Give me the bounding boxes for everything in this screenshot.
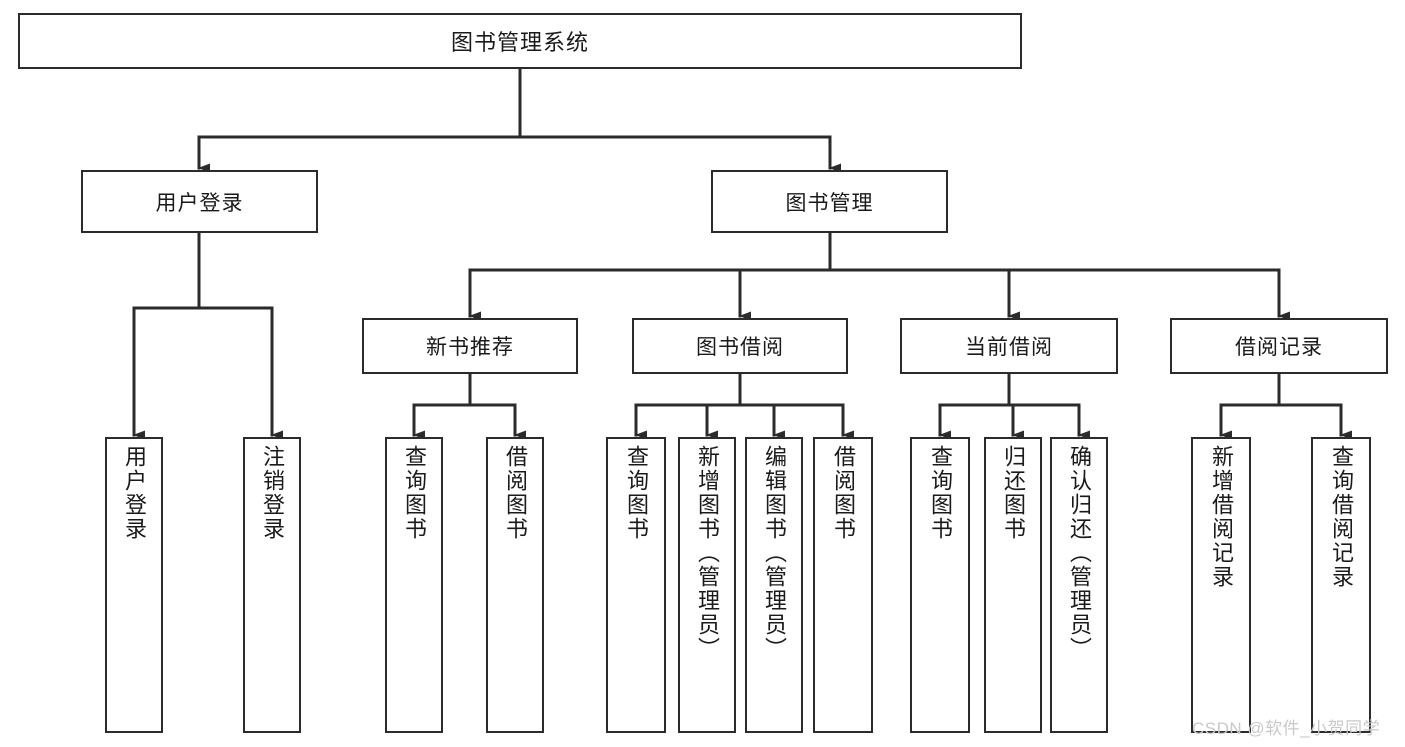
leaf-query-book-current[interactable]: 查询图书 xyxy=(910,437,970,733)
leaf-label: 用户登录 xyxy=(121,445,147,541)
leaf-label: 借阅图书 xyxy=(502,445,528,541)
leaf-add-borrow-record[interactable]: 新增借阅记录 xyxy=(1191,437,1251,733)
node-label: 借阅记录 xyxy=(1235,336,1323,359)
csdn-watermark: CSDN @软件_小贺同学 xyxy=(1192,719,1381,738)
leaf-query-book-borrow[interactable]: 查询图书 xyxy=(606,437,666,733)
leaf-label: 新增图书（管理员） xyxy=(694,445,720,661)
leaf-label: 归还图书 xyxy=(1000,445,1026,541)
node-label: 用户登录 xyxy=(155,191,244,215)
node-borrow-record[interactable]: 借阅记录 xyxy=(1170,318,1388,374)
leaf-logout[interactable]: 注销登录 xyxy=(243,437,301,733)
leaf-label: 注销登录 xyxy=(259,445,285,541)
node-user-login[interactable]: 用户登录 xyxy=(81,170,318,233)
node-label: 图书管理系统 xyxy=(450,30,589,55)
leaf-label: 查询图书 xyxy=(623,445,649,541)
node-book-management[interactable]: 图书管理 xyxy=(711,170,948,233)
node-book-borrow[interactable]: 图书借阅 xyxy=(632,318,848,374)
leaf-label: 确认归还（管理员） xyxy=(1066,445,1092,661)
node-root[interactable]: 图书管理系统 xyxy=(18,13,1022,69)
leaf-label: 查询图书 xyxy=(927,445,953,541)
leaf-user-login[interactable]: 用户登录 xyxy=(105,437,163,733)
leaf-edit-book-admin[interactable]: 编辑图书（管理员） xyxy=(745,437,803,733)
leaf-label: 查询借阅记录 xyxy=(1328,445,1354,589)
leaf-add-book-admin[interactable]: 新增图书（管理员） xyxy=(678,437,736,733)
leaf-label: 查询图书 xyxy=(401,445,427,541)
node-current-borrow[interactable]: 当前借阅 xyxy=(900,318,1118,374)
leaf-confirm-return-admin[interactable]: 确认归还（管理员） xyxy=(1050,437,1108,733)
node-label: 图书管理 xyxy=(785,191,874,215)
leaf-label: 借阅图书 xyxy=(830,445,856,541)
leaf-label: 编辑图书（管理员） xyxy=(761,445,787,661)
node-label: 图书借阅 xyxy=(696,336,784,359)
leaf-label: 新增借阅记录 xyxy=(1208,445,1234,589)
node-label: 当前借阅 xyxy=(965,336,1053,359)
leaf-borrow-book-recommend[interactable]: 借阅图书 xyxy=(486,437,544,733)
leaf-query-borrow-record[interactable]: 查询借阅记录 xyxy=(1311,437,1371,733)
leaf-return-book[interactable]: 归还图书 xyxy=(984,437,1042,733)
leaf-query-book-recommend[interactable]: 查询图书 xyxy=(385,437,443,733)
leaf-borrow-book[interactable]: 借阅图书 xyxy=(813,437,873,733)
node-label: 新书推荐 xyxy=(426,336,514,359)
node-new-book-recommend[interactable]: 新书推荐 xyxy=(362,318,578,374)
